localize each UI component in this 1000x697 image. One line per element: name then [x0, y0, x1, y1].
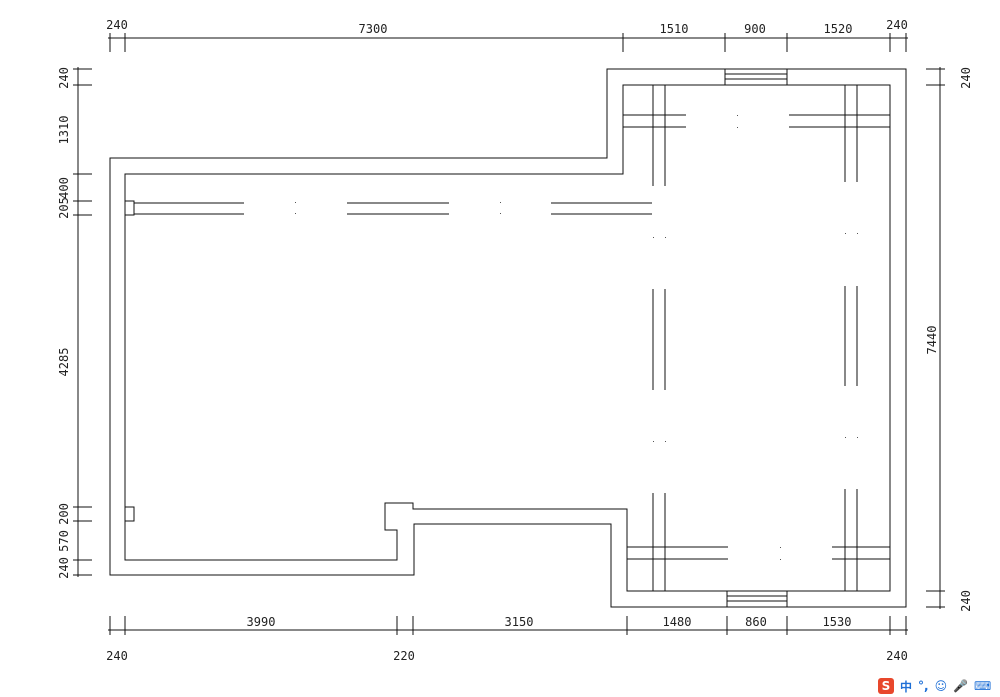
emoji-icon[interactable]: ☺ [934, 679, 948, 693]
dim-top-2: 7300 [359, 22, 388, 36]
sogou-logo-icon[interactable]: S [878, 678, 894, 694]
left-wall-jog-top [125, 200, 135, 216]
dim-right-1: 240 [959, 67, 973, 89]
dim-left-2: 1310 [57, 116, 71, 145]
dash-dots [295, 115, 858, 560]
dim-bottom-4: 860 [745, 615, 767, 629]
dim-bottom-5: 1530 [823, 615, 852, 629]
top-window [724, 69, 788, 85]
dim-top-3: 1510 [660, 22, 689, 36]
dim-right-2: 7440 [925, 326, 939, 355]
dim-bottom-2: 3150 [505, 615, 534, 629]
left-wall-jog-bottom [125, 506, 135, 522]
dimension-lines [73, 33, 945, 635]
ime-toolbar[interactable]: S 中 °, ☺ 🎤 ⌨ [878, 676, 991, 696]
inner-wall-outline [124, 84, 891, 592]
dim-top-1: 240 [106, 18, 128, 32]
dim-right-3: 240 [959, 590, 973, 612]
right-room-beams [623, 114, 890, 560]
dim-left-1: 240 [57, 67, 71, 89]
vertical-beam-left [652, 85, 666, 591]
dim-top-6: 240 [886, 18, 908, 32]
dim-bottom-lower-2: 220 [393, 649, 415, 663]
dim-bottom-lower-1: 240 [106, 649, 128, 663]
dim-top-5: 1520 [824, 22, 853, 36]
dim-left-7: 570 [57, 530, 71, 552]
dim-bottom-3: 1480 [663, 615, 692, 629]
mic-icon[interactable]: 🎤 [953, 679, 969, 693]
horizontal-beam [134, 202, 652, 215]
dim-top-4: 900 [744, 22, 766, 36]
dim-left-6: 200 [57, 503, 71, 525]
dim-left-8: 240 [57, 557, 71, 579]
bottom-window [726, 591, 788, 607]
dim-left-4: 205 [57, 197, 71, 219]
outer-wall-outline [109, 68, 907, 608]
dim-left-3: 400 [57, 177, 71, 199]
dim-left-5: 4285 [57, 348, 71, 377]
dim-bottom-1: 3990 [247, 615, 276, 629]
vertical-beam-right [844, 85, 858, 591]
language-toggle[interactable]: 中 [900, 679, 913, 694]
punctuation-toggle[interactable]: °, [918, 679, 929, 693]
keyboard-icon[interactable]: ⌨ [974, 679, 992, 693]
dim-bottom-lower-3: 240 [886, 649, 908, 663]
